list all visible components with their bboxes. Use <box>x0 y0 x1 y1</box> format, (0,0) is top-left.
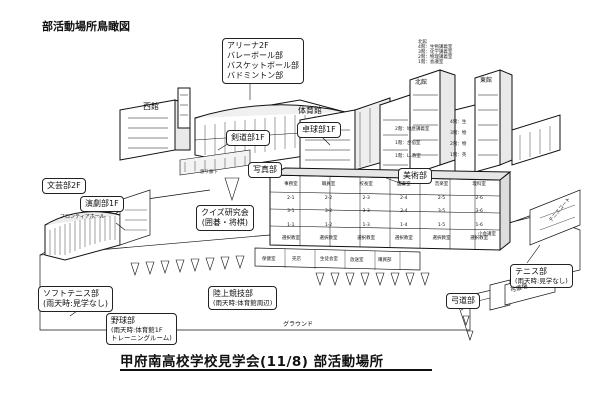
label-north-building: 北館 <box>415 79 428 86</box>
soft-tennis-name: ソフトテニス部 <box>43 289 99 298</box>
room-cell: 3-6 <box>475 209 483 215</box>
inner-label: 渡り廊下 <box>200 170 218 175</box>
room-cell: 選択教室 <box>432 236 451 242</box>
label-west-building: 西館 <box>143 102 159 111</box>
west-building-shape <box>119 87 191 161</box>
label-archery: 弓道部 <box>446 293 480 309</box>
room-cell: 1-4 <box>400 222 408 228</box>
room-cell: 3-5 <box>437 209 446 215</box>
room-cell: 1-1 <box>287 222 295 228</box>
footer-title: 甲府南高校学校見学会(11/8) 部活動場所 <box>120 354 384 370</box>
room-cell: 2-1 <box>287 195 295 201</box>
inner-label: 小会議室 <box>478 232 496 237</box>
main-building-shape <box>269 167 512 252</box>
baseball-rain-note-1: (雨天時:体育館1F <box>111 326 163 334</box>
north-building-legend: 北館 4階：生物講義室 3階：化学講義室 2階：物理講義室 1階：会議室 <box>418 40 452 65</box>
track-rain-note: (雨天時:体育館周辺) <box>213 299 273 307</box>
room-cell: 1-5 <box>437 222 446 228</box>
room-cell: 理科室 <box>472 182 486 187</box>
label-kendo: 剣道部1F <box>226 130 270 146</box>
legend-line: 3階：化学講義室 <box>418 50 453 55</box>
room-cell: 音楽室 <box>434 182 449 187</box>
quiz-sub: (囲碁・将棋) <box>201 218 248 227</box>
room-cell: 選択教室 <box>319 236 338 242</box>
room-cell: 3-1 <box>287 209 295 215</box>
east-building-shape <box>454 69 561 178</box>
inner-label: 生徒会室 <box>320 257 338 262</box>
room-cell: 1-3 <box>362 222 370 228</box>
tree-row <box>130 177 474 341</box>
baseball-rain-note-2: トレーニングルーム) <box>111 334 172 342</box>
label-quiz: クイズ研究会 (囲碁・将棋) <box>196 205 254 231</box>
legend-line: 2階：物理講義室 <box>418 55 453 60</box>
legend-line: 北館 <box>418 40 427 45</box>
room-cell: 選択教室 <box>281 236 300 242</box>
label-photo: 写真部 <box>248 162 282 178</box>
room-cell: 2-4 <box>400 195 408 201</box>
inner-label: 保健室 <box>262 257 276 262</box>
label-drama: 演劇部1F <box>80 196 124 212</box>
label-baseball: 野球部 (雨天時:体育館1F トレーニングルーム) <box>106 313 177 345</box>
floor-line: 4階：生 <box>450 120 467 125</box>
baseball-name: 野球部 <box>111 316 135 325</box>
inner-label: 放送室 <box>350 258 364 263</box>
floor-line: 1階：英 <box>450 153 467 158</box>
arena-club-badminton: バドミントン部 <box>227 71 284 80</box>
label-ground: グラウンド <box>283 321 314 328</box>
room-cell: 図書室 <box>397 182 411 187</box>
east-building-floors: 4階：生 3階：物 2階：物 1階：英 <box>450 120 466 158</box>
label-frontier-hall: フロンティアホール <box>60 214 105 220</box>
label-art: 美術部 <box>398 168 432 184</box>
room-cell: 2-5 <box>437 195 446 201</box>
tennis-rain-note: (雨天時:見学なし) <box>515 277 568 285</box>
room-cell: 3-4 <box>400 209 408 215</box>
track-name: 陸上競技部 <box>213 289 253 298</box>
room-cell: 選択教室 <box>470 236 489 242</box>
room-cell: 3-3 <box>362 209 370 215</box>
label-arena: アリーナ2F バレーボール部 バスケットボール部 バドミントン部 <box>222 38 304 84</box>
page-title: 部活動場所鳥瞰図 <box>42 20 130 33</box>
legend-line: 4階：生物講義室 <box>418 45 453 50</box>
inner-label: 1階：合宿室 <box>395 141 421 146</box>
tennis-name: テニス部 <box>515 267 547 276</box>
floor-line: 2階：物 <box>450 142 467 147</box>
frontier-hall-shape <box>44 209 121 261</box>
legend-line: 1階：会議室 <box>418 60 444 65</box>
room-cell: 校長室 <box>359 182 373 187</box>
room-cell: 選択教室 <box>357 236 376 242</box>
inner-label: 売店 <box>292 257 301 262</box>
label-tennis: テニス部 (雨天時:見学なし) <box>510 264 573 288</box>
room-cell: 2-2 <box>324 195 333 201</box>
label-gym: 体育館 <box>298 106 322 115</box>
room-cell: 3-2 <box>324 209 333 215</box>
room-cell: 2-6 <box>475 195 483 201</box>
floor-line: 3階：物 <box>450 131 467 136</box>
label-table-tennis: 卓球部1F <box>297 122 341 138</box>
label-literature: 文芸部2F <box>42 178 86 194</box>
label-track: 陸上競技部 (雨天時:体育館周辺) <box>208 286 278 310</box>
soft-tennis-rain-note: (雨天時:見学なし) <box>43 299 108 308</box>
inner-label: 1階：LL教室 <box>395 154 421 159</box>
room-cell: 2-3 <box>362 195 370 201</box>
arena-floor: アリーナ2F <box>227 41 269 50</box>
room-cell: 事務室 <box>284 182 298 187</box>
room-cell: 職員室 <box>321 182 336 187</box>
room-cell: 選択教室 <box>394 236 413 242</box>
room-cell: 1-2 <box>324 222 333 228</box>
label-soft-tennis: ソフトテニス部 (雨天時:見学なし) <box>38 286 113 312</box>
footer-underline <box>120 369 432 371</box>
north-building-shape <box>379 69 456 186</box>
room-cell: 1-6 <box>475 222 483 228</box>
arena-club-volleyball: バレーボール部 <box>227 51 283 60</box>
label-east-building: 東館 <box>480 77 493 84</box>
arena-club-basketball: バスケットボール部 <box>227 61 299 70</box>
inner-label: 購買部 <box>378 258 392 263</box>
quiz-name: クイズ研究会 <box>201 208 249 217</box>
inner-label: 2階：地歴講義室 <box>395 127 430 132</box>
main-building-room-grid: 事務室 職員室 校長室 図書室 音楽室 理科室 2-1 2-2 2-3 2-4 2-5 2-6 3-1 3… <box>272 178 498 246</box>
